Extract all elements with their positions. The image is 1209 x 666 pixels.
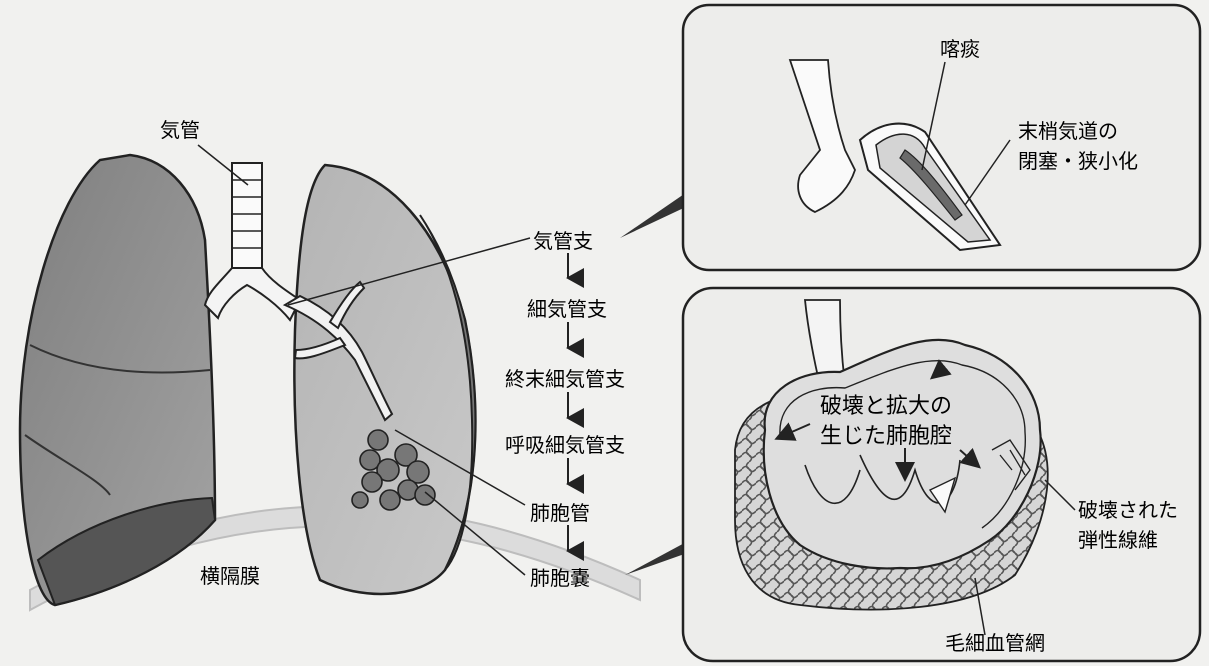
label-diaphragm: 横隔膜 (200, 564, 260, 588)
label-alveolar-duct: 肺胞管 (530, 501, 590, 525)
label-destroyed-alveoli-2: 生じた肺胞腔 (820, 424, 952, 449)
right-lung (294, 165, 475, 594)
label-peripheral-airway-1: 末梢気道の (1018, 119, 1118, 143)
label-trachea: 気管 (160, 118, 200, 142)
label-terminal-bronchiole: 終末細気管支 (505, 367, 625, 391)
callout-wedge-bottom (625, 540, 690, 575)
label-bronchiole: 細気管支 (527, 297, 607, 321)
label-sputum: 喀痰 (940, 37, 980, 61)
label-destroyed-alveoli-1: 破壊と拡大の (820, 394, 952, 419)
trachea (205, 163, 300, 320)
label-bronchus: 気管支 (533, 229, 593, 253)
label-elastic-fiber-2: 弾性線維 (1078, 528, 1158, 552)
label-elastic-fiber-1: 破壊された (1078, 498, 1178, 522)
alveoli-callout-panel (683, 288, 1200, 661)
callout-wedge-top (620, 190, 690, 238)
label-respiratory-bronchiole: 呼吸細気管支 (505, 433, 625, 457)
label-peripheral-airway-2: 閉塞・狭小化 (1018, 149, 1138, 173)
label-alveolar-sac: 肺胞嚢 (530, 566, 590, 590)
label-capillary-network: 毛細血管網 (945, 631, 1045, 655)
left-lung (20, 155, 215, 605)
